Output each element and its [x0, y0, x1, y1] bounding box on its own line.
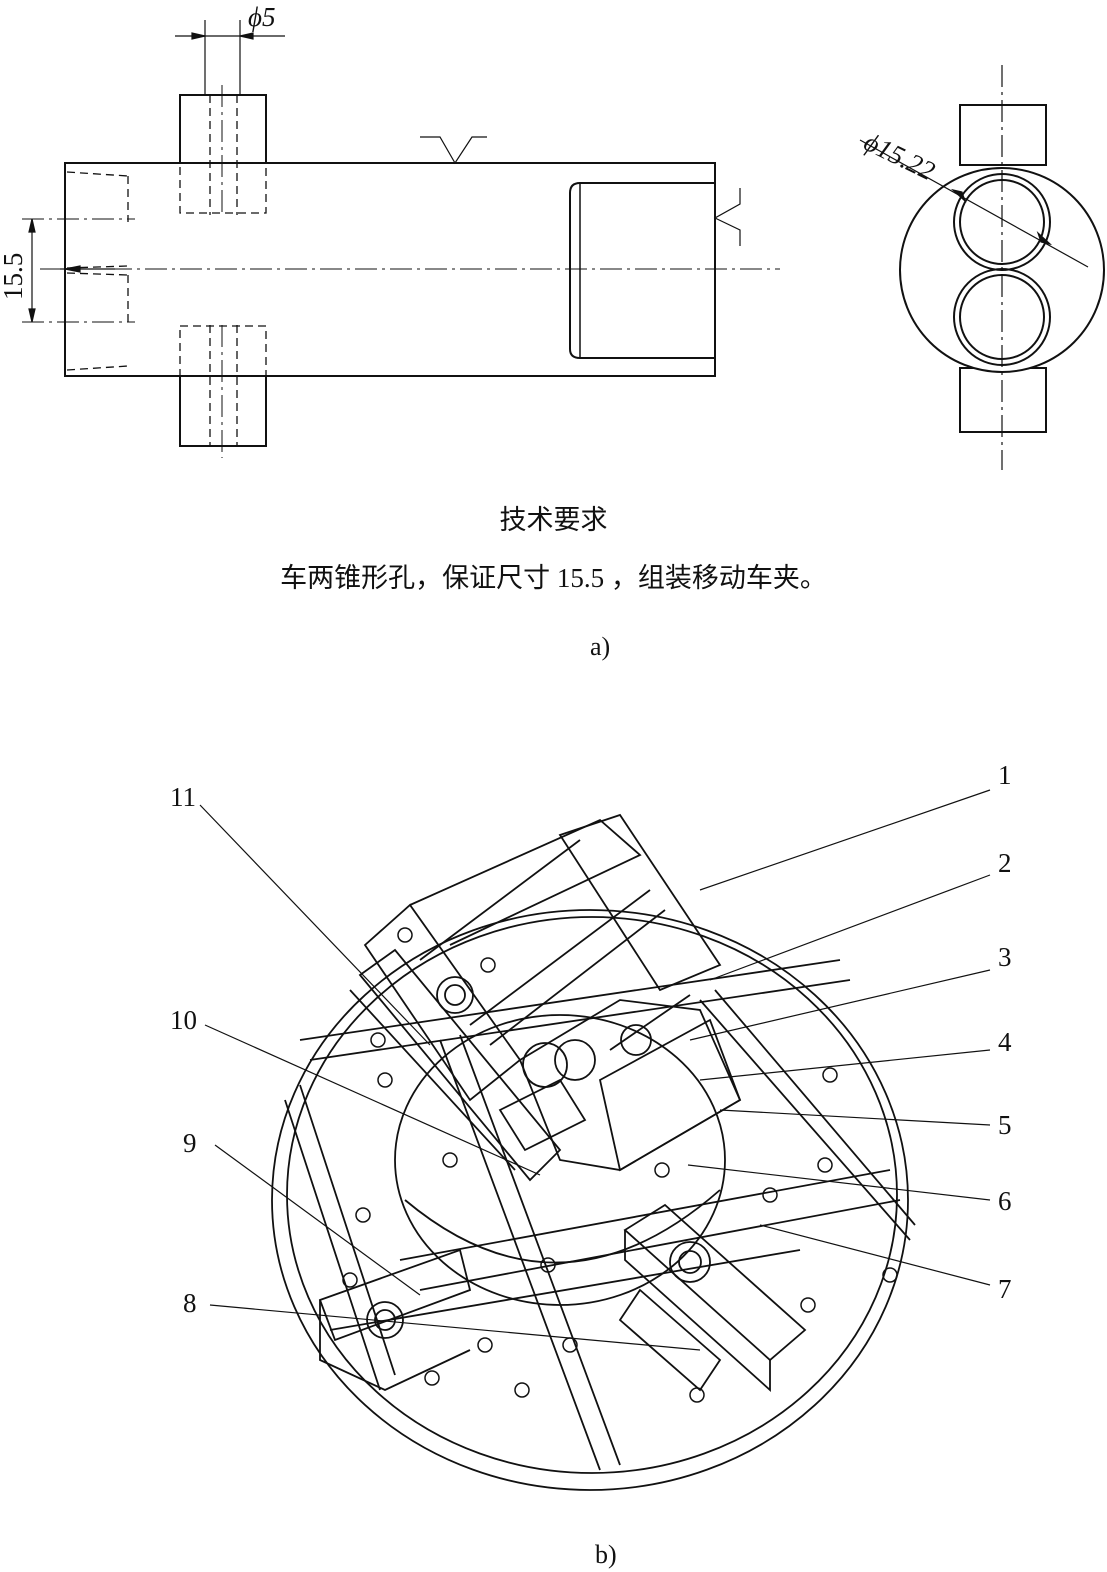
callout-3: 3: [998, 942, 1012, 972]
callout-5: 5: [998, 1110, 1012, 1140]
drawing-a: ϕ5 ϕ15.22 15.5: [0, 2, 1105, 470]
lower-clamp: [623, 1203, 807, 1362]
leader-3: [689, 969, 991, 1041]
leader-10: [204, 1024, 541, 1176]
leader-4: [699, 1049, 991, 1081]
callout-8: 8: [183, 1288, 197, 1318]
tech-requirements-title: 技术要求: [499, 505, 608, 535]
leader-5: [719, 1109, 991, 1126]
leader-7: [759, 1224, 991, 1286]
leader-11: [199, 804, 431, 1046]
callout-7: 7: [998, 1274, 1012, 1304]
bottom-boss: [179, 375, 267, 447]
callout-10: 10: [170, 1005, 197, 1035]
callout-9: 9: [183, 1128, 197, 1158]
callout-11: 11: [170, 782, 196, 812]
leader-9: [214, 1144, 421, 1296]
leader-2: [709, 874, 991, 981]
tech-requirements-text: 车两锥形孔，保证尺寸 15.5 ，组装移动车夹。: [280, 563, 827, 593]
callout-4: 4: [998, 1027, 1012, 1057]
leader-6: [687, 1164, 991, 1201]
callout-6: 6: [998, 1186, 1012, 1216]
callout-1: 1: [998, 760, 1012, 790]
caption-a: a): [590, 632, 611, 661]
leader-1: [699, 789, 991, 891]
callout-2: 2: [998, 848, 1012, 878]
clamp-frame: [363, 903, 522, 1102]
right-slot: [569, 182, 715, 359]
leader-8: [209, 1304, 701, 1351]
base-plate: [271, 909, 909, 1491]
caption-b: b): [595, 1540, 617, 1569]
dim-phi5: ϕ5: [248, 2, 275, 32]
dim-15-5: 15.5: [0, 253, 28, 300]
